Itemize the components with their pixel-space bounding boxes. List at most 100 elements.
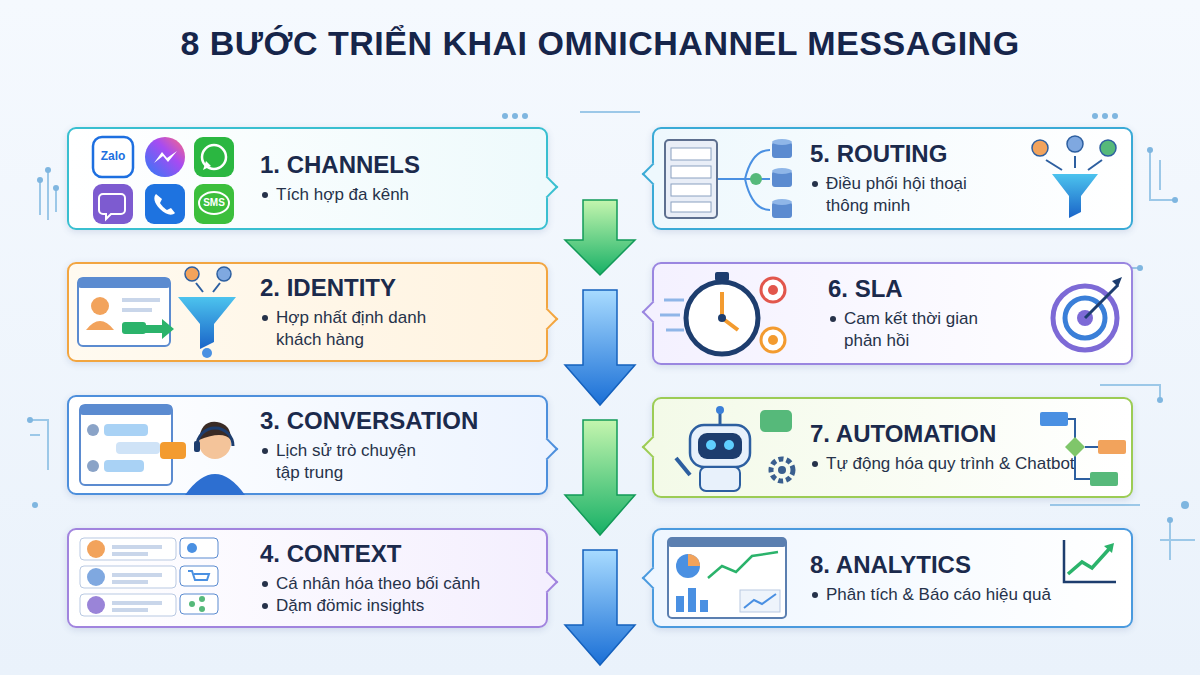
bullet-item: Tự động hóa quy trình & Chatbot (810, 453, 1110, 475)
chatbot-robot (700, 467, 740, 491)
whatsapp-icon (203, 161, 211, 170)
profile-window (78, 278, 170, 346)
support-agent (197, 428, 233, 446)
context-badge (180, 538, 218, 614)
growth-chart (1064, 540, 1116, 582)
database-icon (772, 202, 792, 218)
step-heading: 7. AUTOMATION (810, 420, 1110, 448)
circuit-dot (27, 417, 33, 423)
database-icon (772, 199, 792, 205)
support-agent (194, 441, 200, 452)
profile-window (91, 297, 109, 315)
stopwatch (715, 272, 729, 281)
card-pointer (642, 567, 665, 590)
customer-profile-list (87, 568, 105, 586)
customer-profile-list (80, 538, 176, 560)
bullet-dot (262, 603, 268, 609)
bullet-text: Phân tích & Báo cáo hiệu quả (826, 585, 1051, 604)
bullet-text: Dặm đömic insights (276, 596, 424, 615)
target-icon (1053, 286, 1117, 350)
analytics-dashboard (688, 554, 700, 566)
sms-icon (194, 184, 234, 224)
chat-history-window (80, 405, 172, 415)
flow-arrow (565, 200, 635, 275)
messenger-icon (145, 137, 185, 177)
circuit-decoration (580, 112, 1140, 505)
bullet-text: Điều phối hội thoại thông minh (826, 174, 967, 215)
stopwatch (660, 272, 758, 354)
support-agent (185, 474, 245, 495)
bullet-item: Lịch sử trò chuyện tập trung (260, 440, 435, 484)
step-card: 8. ANALYTICSPhân tích & Báo cáo hiệu quả (652, 528, 1133, 628)
target-icon (768, 335, 778, 345)
circuit-dot (1172, 197, 1178, 203)
sms-icon (194, 184, 234, 224)
chatbot-robot (760, 410, 792, 432)
identity-funnel (178, 267, 236, 358)
context-badge (180, 566, 218, 586)
bullet-text: Cam kết thời gian phản hồi (844, 309, 978, 350)
target-icon (761, 277, 1122, 352)
card-pointer (536, 176, 559, 199)
zalo-icon (93, 137, 133, 177)
card-text: 6. SLACam kết thời gian phản hồi (828, 264, 993, 363)
bullet-item: Hợp nhất định danh khách hàng (260, 307, 440, 351)
chat-history-window (116, 442, 160, 454)
circuit-dot (1102, 113, 1108, 119)
routing-lines (718, 150, 770, 210)
target-icon (761, 328, 785, 352)
chat-history-window (87, 424, 99, 436)
bullet-text: Cá nhân hóa theo bối cảnh (276, 574, 480, 593)
context-badge (189, 601, 195, 607)
chatbot-robot (771, 459, 793, 481)
profile-window (122, 308, 152, 312)
bullet-dot (262, 315, 268, 321)
card-pointer (642, 436, 665, 459)
step-card: 5. ROUTINGĐiều phối hội thoại thông minh (652, 127, 1133, 230)
phone-icon (145, 184, 185, 224)
profile-window (78, 278, 170, 346)
bullet-text: Hợp nhất định danh khách hàng (276, 308, 426, 349)
card-text: 7. AUTOMATION Tự động hóa quy trình & Cha… (810, 399, 1110, 496)
chat-history-window (104, 424, 148, 436)
circuit-dot (1137, 265, 1143, 271)
customer-profile-list (80, 538, 176, 616)
identity-funnel (196, 283, 220, 292)
customer-profile-list (87, 540, 105, 558)
circuit-decoration (30, 112, 1195, 560)
support-agent (160, 422, 245, 495)
bullet-dot (830, 316, 836, 322)
chat-history-window (104, 460, 144, 472)
bullet-text: Tích hợp đa kênh (276, 185, 409, 204)
routing-funnel (1100, 140, 1116, 156)
server-rack (671, 202, 711, 212)
workflow-diagram (1040, 412, 1126, 486)
stopwatch (660, 300, 684, 330)
routing-funnel (1032, 136, 1116, 218)
context-badge (180, 594, 218, 614)
profile-window (122, 322, 146, 334)
step-card: 4. CONTEXT Cá nhân hóa theo bối cảnhDặm đ… (67, 528, 548, 628)
profile-window (78, 278, 170, 288)
bullet-dot (812, 181, 818, 187)
phone-icon (154, 194, 175, 215)
circuit-decoration (30, 420, 48, 470)
analytics-dashboard (740, 590, 780, 612)
analytics-dashboard (708, 552, 778, 578)
growth-chart (1064, 540, 1116, 582)
routing-lines (718, 150, 770, 210)
circuit-decoration (1160, 520, 1195, 560)
step-heading: 4. CONTEXT (260, 540, 540, 568)
step-card: 2. IDENTITYHợp nhất định danh khách hàng (67, 262, 548, 362)
customer-profile-list (87, 596, 105, 614)
analytics-dashboard (676, 554, 700, 578)
context-badge (199, 596, 205, 602)
bullet-dot (262, 448, 268, 454)
circuit-dot (1112, 113, 1118, 119)
card-pointer (536, 571, 559, 594)
chat-history-window (80, 405, 172, 485)
target-icon (1077, 310, 1093, 326)
workflow-diagram (1065, 437, 1085, 457)
context-badge (187, 543, 197, 553)
